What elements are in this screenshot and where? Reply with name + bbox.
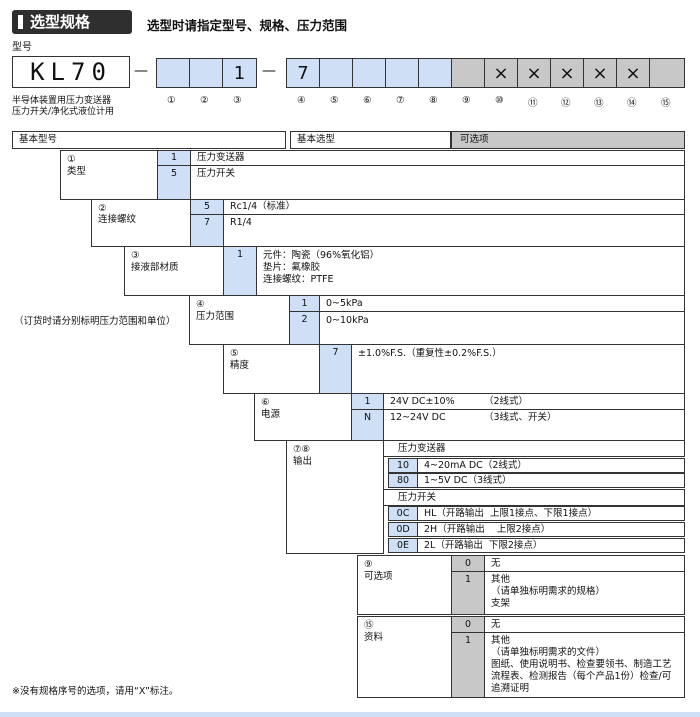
output-sub-transmitter: 压力变送器 xyxy=(383,440,685,457)
option9-code-0[interactable]: 0 xyxy=(451,555,485,572)
output-code-0e[interactable]: 0E xyxy=(388,538,418,553)
output-desc-0c: HL（开路输出 上限1接点、下限1接点） xyxy=(417,506,685,521)
slot-10[interactable]: × xyxy=(484,58,518,88)
power-code-1[interactable]: 1 xyxy=(351,393,384,410)
thread-desc-5: Rc1/4（标准） xyxy=(223,199,685,215)
output-desc-10: 4~20mA DC（2线式） xyxy=(417,458,685,473)
bottom-divider xyxy=(0,712,700,717)
option15-desc-0: 无 xyxy=(484,616,685,633)
slot-number-8: ⑧ xyxy=(429,95,438,106)
model-code: KL70 xyxy=(30,58,112,86)
badge-text: 选型规格 xyxy=(30,13,91,31)
model-code-box: KL70 xyxy=(12,56,130,88)
range-code-1[interactable]: 1 xyxy=(289,295,320,312)
slot-number-4: ④ xyxy=(297,95,306,106)
thread-code-7[interactable]: 7 xyxy=(190,214,224,247)
thread-desc-7: R1/4 xyxy=(223,214,685,247)
slot-14[interactable]: × xyxy=(616,58,650,88)
group-range: ④ 压力范围 xyxy=(189,295,290,345)
slot-9[interactable] xyxy=(451,58,485,88)
group-accuracy: ⑤ 精度 xyxy=(223,344,320,394)
material-code-1[interactable]: 1 xyxy=(223,246,257,296)
thread-code-5[interactable]: 5 xyxy=(190,199,224,215)
group-thread: ② 连接螺纹 xyxy=(91,199,191,247)
option15-desc-1: 其他 （请单独标明需求的文件） 图纸、使用说明书、检查要领书、制造工艺 流程表、… xyxy=(484,632,685,698)
slot-3[interactable]: 1 xyxy=(222,58,257,88)
output-code-0d[interactable]: 0D xyxy=(388,522,418,537)
badge-bar xyxy=(18,15,23,29)
header-basic-selection: 基本选型 xyxy=(290,131,451,149)
section-badge: 选型规格 xyxy=(12,10,132,34)
option15-code-0[interactable]: 0 xyxy=(451,616,485,633)
slot-6[interactable] xyxy=(352,58,386,88)
slot-2[interactable] xyxy=(189,58,223,88)
model-desc-1: 半导体装置用压力变送器 xyxy=(12,96,112,106)
power-code-n[interactable]: N xyxy=(351,409,384,441)
dash-2: — xyxy=(262,63,276,79)
slot-number-1: ① xyxy=(167,95,176,106)
option9-desc-1: 其他 （请单独标明需求的规格） 支架 xyxy=(484,571,685,615)
slot-number-10: ⑩ xyxy=(495,95,504,106)
dash-1: — xyxy=(134,63,148,79)
footnote: ※没有规格序号的选项，请用“X”标注。 xyxy=(12,686,179,697)
slot-number-15: ⑮ xyxy=(661,98,671,109)
accuracy-desc: ±1.0%F.S.（重复性±0.2%F.S.） xyxy=(351,344,685,394)
slot-number-13: ⑬ xyxy=(594,98,604,109)
slot-11[interactable]: × xyxy=(517,58,551,88)
type-code-1[interactable]: 1 xyxy=(157,150,191,166)
slot-13[interactable]: × xyxy=(583,58,617,88)
slot-12[interactable]: × xyxy=(550,58,584,88)
slot-number-7: ⑦ xyxy=(396,95,405,106)
output-desc-0d: 2H（开路输出 上限2接点） xyxy=(417,522,685,537)
material-desc: 元件：陶瓷（96%氧化铝） 垫片：氟橡胶 连接螺纹：PTFE xyxy=(256,246,685,296)
header-basic-model: 基本型号 xyxy=(12,131,286,149)
option9-code-1[interactable]: 1 xyxy=(451,571,485,615)
header-subtitle: 选型时请指定型号、规格、压力范围 xyxy=(147,18,348,33)
group-type: ① 类型 xyxy=(60,150,158,200)
group-option9: ⑨ 可选项 xyxy=(357,555,452,615)
accuracy-code-7[interactable]: 7 xyxy=(319,344,352,394)
slot-number-12: ⑫ xyxy=(561,98,571,109)
output-code-10[interactable]: 10 xyxy=(388,458,418,473)
slot-4[interactable]: 7 xyxy=(286,58,320,88)
slot-15[interactable] xyxy=(649,58,685,88)
range-code-2[interactable]: 2 xyxy=(289,311,320,345)
type-code-5[interactable]: 5 xyxy=(157,165,191,200)
slot-number-6: ⑥ xyxy=(363,95,372,106)
group-power: ⑥ 电源 xyxy=(254,393,352,441)
group-material: ③ 接液部材质 xyxy=(124,246,224,296)
slot-5[interactable] xyxy=(319,58,353,88)
power-desc-1: 24V DC±10% （2线式） xyxy=(383,393,685,410)
slot-8[interactable] xyxy=(418,58,452,88)
output-desc-0e: 2L（开路输出 下限2接点） xyxy=(417,538,685,553)
slot-number-14: ⑭ xyxy=(627,98,637,109)
range-desc-1: 0~5kPa xyxy=(319,295,685,312)
type-desc-1: 压力变送器 xyxy=(190,150,685,166)
type-desc-5: 压力开关 xyxy=(190,165,685,200)
slot-number-9: ⑨ xyxy=(462,95,471,106)
slot-number-3: ③ xyxy=(233,95,242,106)
model-label: 型号 xyxy=(12,42,32,53)
power-desc-n: 12~24V DC （3线式、开关） xyxy=(383,409,685,441)
output-sub-switch: 压力开关 xyxy=(383,489,685,506)
model-desc-2: 压力开关/净化式液位计用 xyxy=(12,107,115,117)
output-desc-80: 1~5V DC（3线式） xyxy=(417,473,685,488)
option9-desc-0: 无 xyxy=(484,555,685,572)
slot-number-2: ② xyxy=(200,95,209,106)
output-code-0c[interactable]: 0C xyxy=(388,506,418,521)
group-option15: ⑮ 资料 xyxy=(357,616,452,698)
slot-1[interactable] xyxy=(156,58,190,88)
option15-code-1[interactable]: 1 xyxy=(451,632,485,698)
group-output: ⑦⑧ 输出 xyxy=(286,440,384,554)
slot-7[interactable] xyxy=(385,58,419,88)
slot-number-11: ⑪ xyxy=(528,98,538,109)
slot-number-5: ⑤ xyxy=(330,95,339,106)
header-optional: 可选项 xyxy=(451,131,685,149)
output-code-80[interactable]: 80 xyxy=(388,473,418,488)
range-desc-2: 0~10kPa xyxy=(319,311,685,345)
range-note: （订货时请分别标明压力范围和单位） xyxy=(14,316,176,327)
